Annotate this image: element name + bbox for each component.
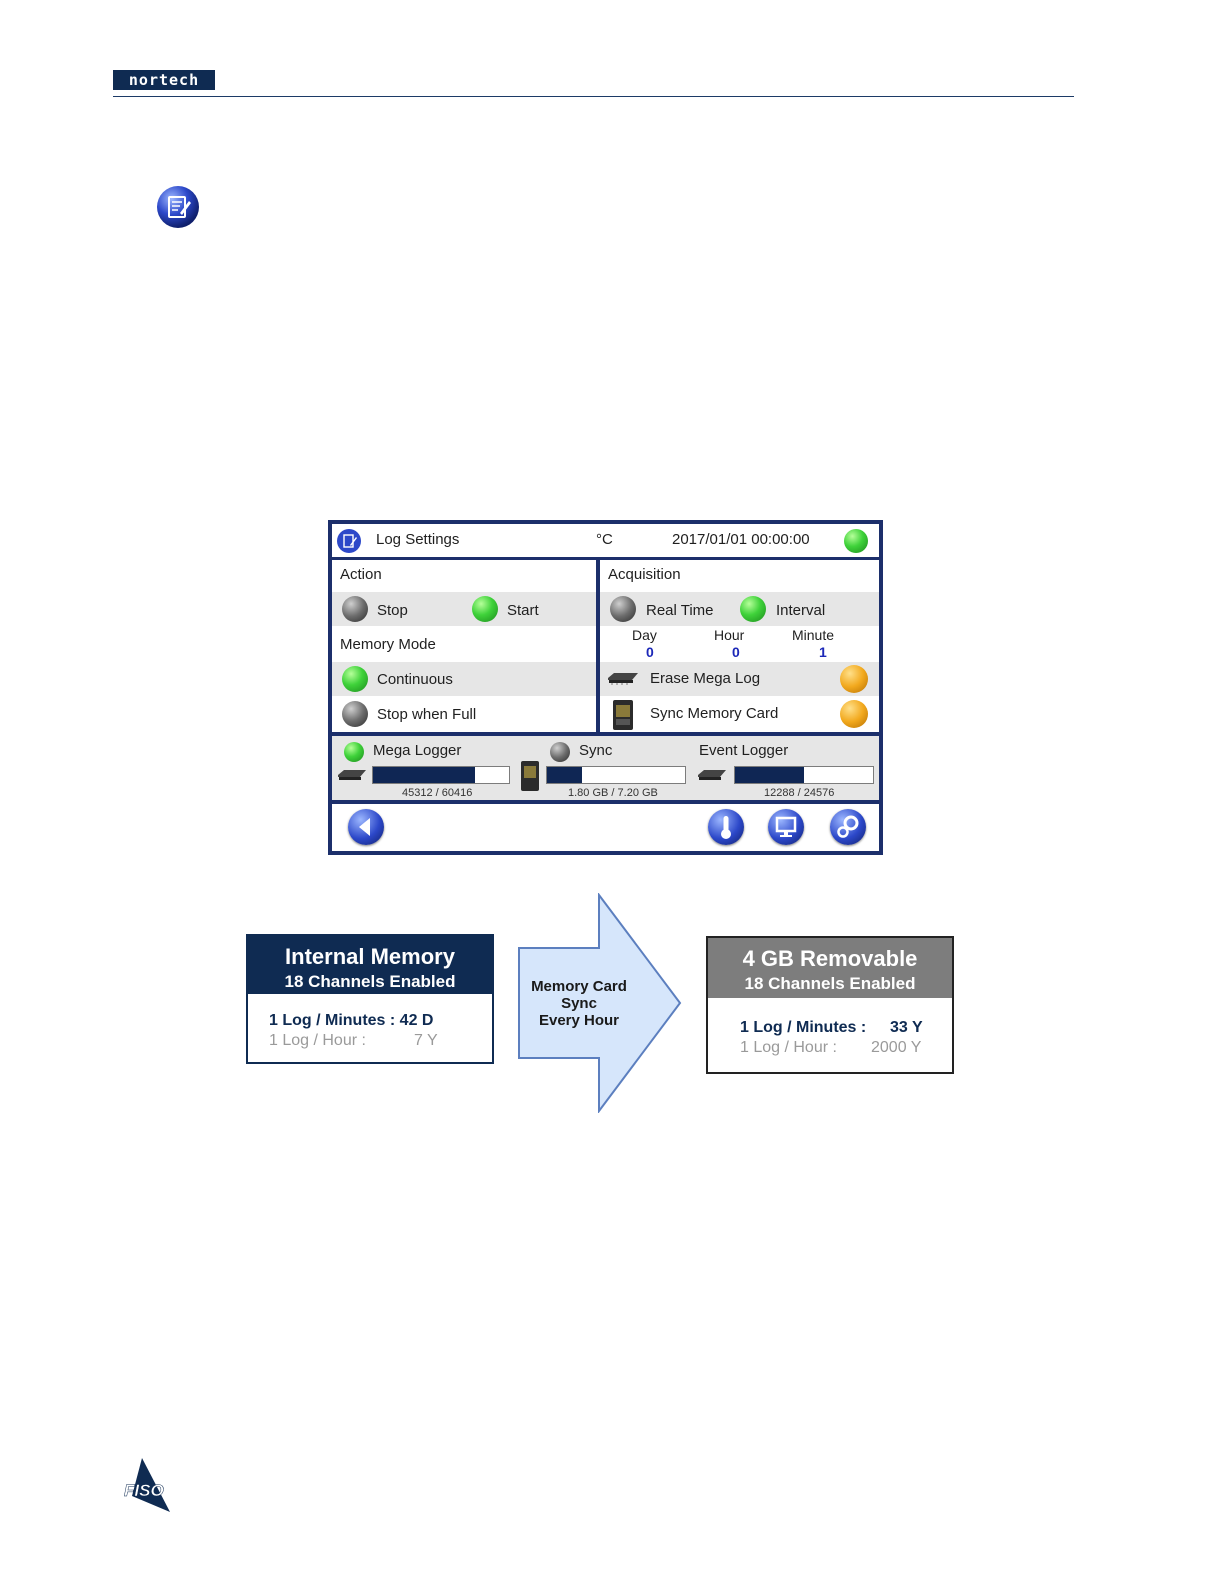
stop-label: Stop <box>377 602 408 619</box>
action-memory-section: Action Stop Start Memory Mode Continuous… <box>332 560 596 732</box>
erase-mega-log-label: Erase Mega Log <box>650 670 761 687</box>
sync-memory-card-button[interactable] <box>840 700 868 728</box>
acquisition-row <box>600 592 879 626</box>
minute-value[interactable]: 1 <box>819 644 827 660</box>
storage-status-section: Mega Logger 45312 / 60416 Sync 1.80 GB /… <box>332 736 879 800</box>
thermometer-icon <box>721 816 731 839</box>
removable-minutes-label: 1 Log / Minutes : <box>740 1019 867 1036</box>
event-logger-fill <box>735 767 804 783</box>
stop-when-full-radio[interactable] <box>342 701 368 727</box>
erase-mega-log-button[interactable] <box>840 665 868 693</box>
sync-led-icon <box>550 742 570 762</box>
sync-size: 1.80 GB / 7.20 GB <box>568 787 658 799</box>
event-logger-chip-icon <box>698 770 726 780</box>
gears-icon <box>837 815 859 838</box>
erase-row <box>600 662 879 696</box>
settings-button[interactable] <box>830 809 866 845</box>
interval-radio[interactable] <box>740 596 766 622</box>
interval-label: Interval <box>776 602 826 619</box>
header-rule <box>113 96 1074 97</box>
mega-logger-label: Mega Logger <box>373 742 462 759</box>
sync-fill <box>547 767 582 783</box>
internal-minutes-line: 1 Log / Minutes : 42 D <box>269 1012 434 1029</box>
sync-progress <box>546 766 686 784</box>
hour-label: Hour <box>714 627 745 643</box>
sync-arrow-icon <box>518 893 682 1113</box>
continuous-radio[interactable] <box>342 666 368 692</box>
sync-label: Sync <box>579 742 613 759</box>
arrow-line-1: Memory Card <box>531 978 627 995</box>
removable-minutes-value: 33 Y <box>890 1019 923 1036</box>
mega-logger-count: 45312 / 60416 <box>402 787 473 799</box>
note-icon <box>157 186 199 228</box>
internal-hour-value: 7 Y <box>414 1032 438 1049</box>
stop-radio[interactable] <box>342 596 368 622</box>
event-logger-count: 12288 / 24576 <box>764 787 835 799</box>
mega-logger-progress <box>372 766 510 784</box>
title-bar: Log Settings °C 2017/01/01 00:00:00 <box>332 524 879 557</box>
removable-memory-title: 4 GB Removable <box>742 946 918 971</box>
internal-memory-header: Internal Memory 18 Channels Enabled <box>248 936 492 994</box>
removable-hour-value: 2000 Y <box>871 1039 922 1056</box>
start-radio[interactable] <box>472 596 498 622</box>
internal-memory-box: Internal Memory 18 Channels Enabled 1 Lo… <box>246 934 494 1064</box>
removable-memory-header: 4 GB Removable 18 Channels Enabled <box>708 938 952 998</box>
internal-memory-title: Internal Memory <box>285 944 455 969</box>
hour-value[interactable]: 0 <box>732 644 740 660</box>
stop-when-full-label: Stop when Full <box>377 706 477 723</box>
acquisition-section: Acquisition Real Time Interval Day Hour … <box>600 560 879 732</box>
log-settings-icon <box>337 529 361 553</box>
memory-mode-label: Memory Mode <box>340 636 436 653</box>
arrow-line-2: Sync <box>561 995 597 1012</box>
mega-logger-fill <box>373 767 475 783</box>
removable-memory-box: 4 GB Removable 18 Channels Enabled 1 Log… <box>706 936 954 1074</box>
fiso-logo-text: FISO <box>124 1481 164 1500</box>
continuous-row <box>332 662 596 696</box>
action-label: Action <box>340 566 382 583</box>
fiso-logo: FISO <box>124 1458 170 1512</box>
mega-logger-chip-icon <box>338 770 366 780</box>
unit-label: °C <box>596 531 613 548</box>
sync-card-icon <box>521 761 539 791</box>
minute-label: Minute <box>792 627 835 643</box>
back-arrow-icon <box>359 818 370 836</box>
temperature-button[interactable] <box>708 809 744 845</box>
acquisition-label: Acquisition <box>608 566 681 583</box>
real-time-radio[interactable] <box>610 596 636 622</box>
memory-card-icon <box>613 700 633 730</box>
back-button[interactable] <box>348 809 384 845</box>
event-logger-label: Event Logger <box>699 742 789 759</box>
event-logger-progress <box>734 766 874 784</box>
log-settings-screen: Log Settings °C 2017/01/01 00:00:00 Acti… <box>328 520 883 855</box>
datetime-label: 2017/01/01 00:00:00 <box>672 531 810 548</box>
start-label: Start <box>507 602 539 619</box>
status-led-icon[interactable] <box>844 529 868 553</box>
mega-logger-led-icon <box>344 742 364 762</box>
screen-title: Log Settings <box>376 531 460 548</box>
display-button[interactable] <box>768 809 804 845</box>
day-value[interactable]: 0 <box>646 644 654 660</box>
action-row <box>332 592 596 626</box>
continuous-label: Continuous <box>377 671 453 688</box>
internal-memory-subtitle: 18 Channels Enabled <box>284 972 456 991</box>
sync-memory-card-label: Sync Memory Card <box>650 705 779 722</box>
monitor-icon <box>775 816 797 837</box>
day-label: Day <box>632 627 657 643</box>
memory-chip-icon <box>608 673 638 685</box>
nortech-logo: nortech <box>113 70 215 90</box>
removable-memory-subtitle: 18 Channels Enabled <box>744 974 916 993</box>
arrow-line-3: Every Hour <box>538 1012 620 1029</box>
sync-arrow-label: Memory Card Sync Every Hour <box>514 978 644 1029</box>
removable-hour-label: 1 Log / Hour : <box>740 1039 837 1056</box>
internal-hour-label: 1 Log / Hour : <box>269 1032 366 1049</box>
nav-bar <box>332 804 879 851</box>
real-time-label: Real Time <box>646 602 714 619</box>
